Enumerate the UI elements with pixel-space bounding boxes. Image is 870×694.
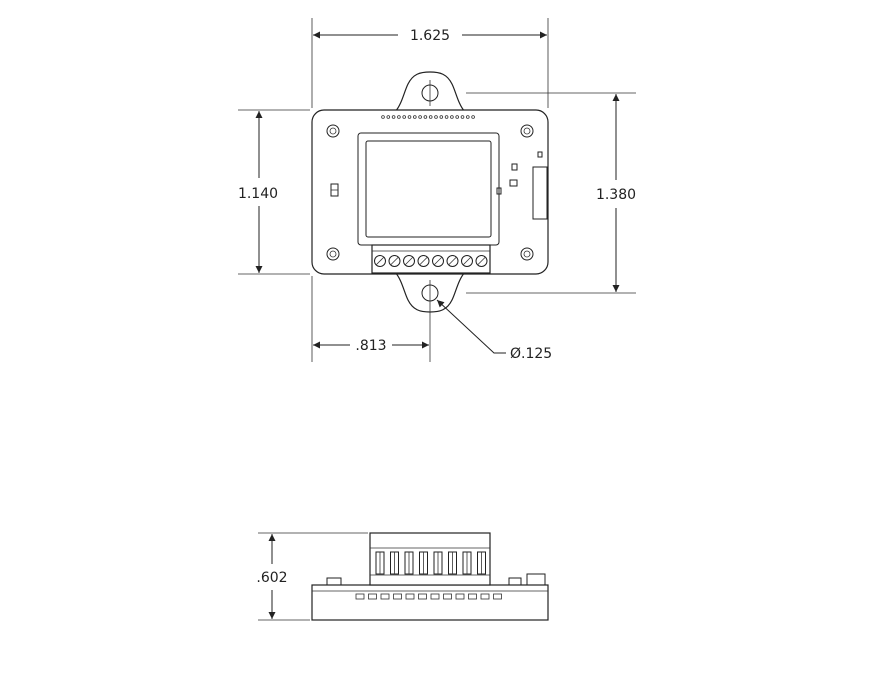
top-view — [311, 71, 549, 313]
terminal-screws — [374, 255, 488, 267]
offset-dimension-label: .813 — [355, 338, 386, 354]
width-dimension-label: 1.625 — [410, 28, 450, 44]
side-terminal-block — [369, 532, 491, 586]
side-terminal-fins — [375, 551, 486, 575]
corner-holes — [326, 124, 534, 261]
header-pins — [381, 115, 475, 119]
board-outline — [311, 109, 549, 275]
top-view-dimensions: 1.625 1.140 1.380 .813 Ø.125 — [238, 18, 636, 362]
side-board — [311, 584, 549, 621]
hole-diameter-label: Ø.125 — [510, 346, 552, 362]
side-height-label: .602 — [256, 570, 287, 586]
side-silkscreen — [355, 593, 502, 600]
side-connector — [532, 166, 548, 220]
side-view-dimensions: .602 — [256, 532, 368, 621]
side-view — [311, 532, 549, 621]
display-screen — [365, 140, 492, 238]
terminal-block — [371, 244, 491, 274]
hole-spacing-label: 1.140 — [238, 186, 278, 202]
overall-height-label: 1.380 — [596, 187, 636, 203]
